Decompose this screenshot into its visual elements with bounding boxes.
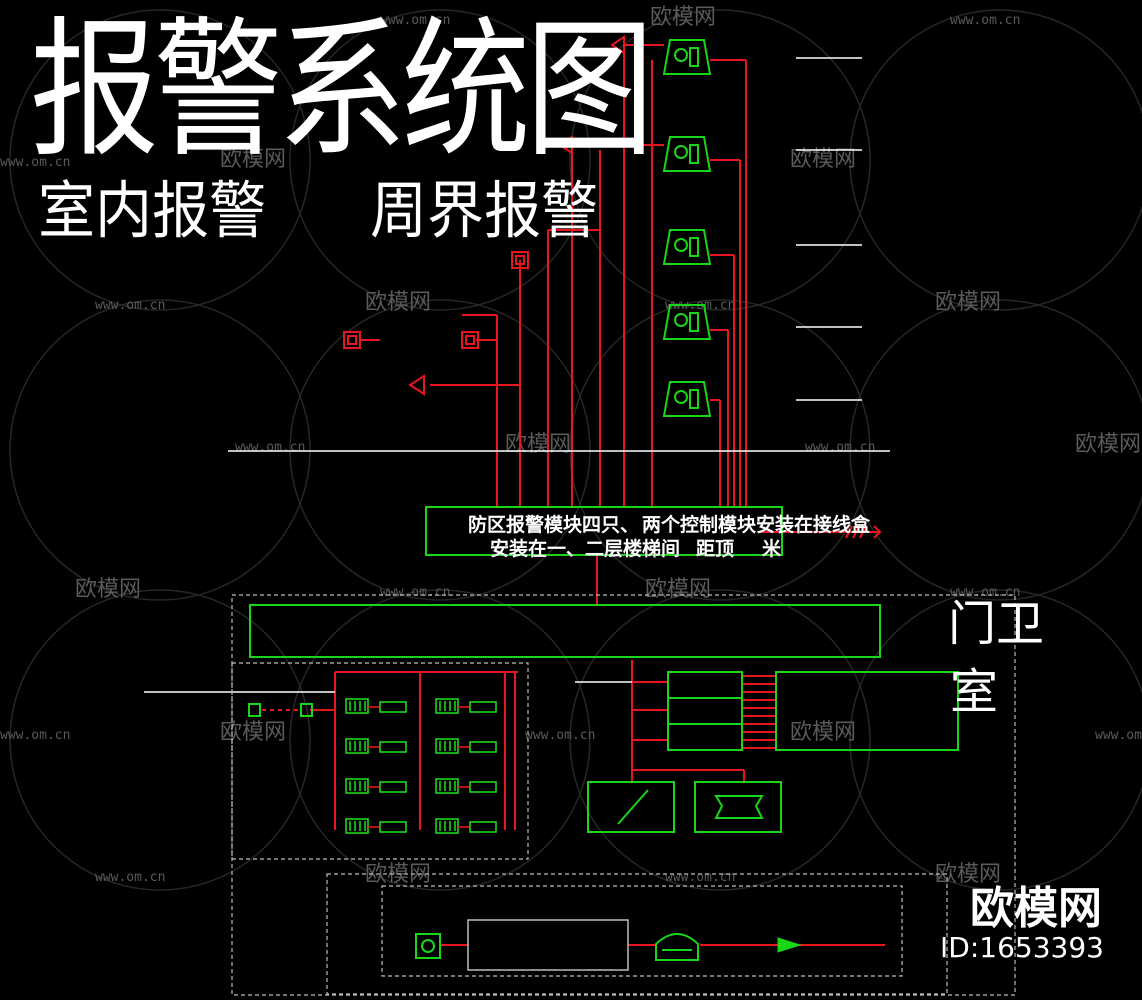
siren-icon (662, 304, 712, 340)
watermark-site: www.om.cn (95, 870, 165, 885)
module-note-line-2a: 安装在一、二层楼梯间 (490, 538, 681, 560)
alarm-arrow-icon (408, 374, 425, 396)
watermark-brand: 欧模网 (1075, 432, 1141, 457)
alarm-arrow-icon (610, 35, 625, 55)
guard-room-label-line-2: 室 (950, 664, 999, 720)
siren-icon (662, 381, 712, 417)
watermark-site: www.om.cn (380, 585, 450, 600)
module-icon (345, 738, 407, 754)
zone-module-box (425, 506, 783, 556)
watermark-site: www.om.cn (1095, 728, 1142, 743)
detector-icon-core (515, 255, 525, 265)
watermark-brand: 欧模网 (505, 432, 571, 457)
watermark-brand: 欧模网 (935, 290, 1001, 315)
detector-icon (511, 251, 529, 269)
module-note-line-2b: 距顶 (696, 538, 735, 560)
perimeter-frame (326, 873, 948, 995)
module-icon (345, 778, 407, 794)
watermark-layer: 欧模网欧模网欧模网欧模网欧模网欧模网欧模网欧模网欧模网欧模网欧模网欧模网欧模网w… (0, 5, 1142, 891)
module-icon (435, 778, 497, 794)
guard-room-label-line-1: 门卫 (948, 596, 1045, 652)
watermark-arc (569, 9, 871, 311)
watermark-arc (849, 9, 1142, 311)
alarm-host-stack (667, 671, 959, 751)
watermark-site: www.om.cn (525, 728, 595, 743)
watermark-arc (569, 589, 871, 891)
watermark-arc (569, 299, 871, 601)
siren-icon (662, 136, 712, 172)
module-grid (345, 698, 497, 834)
alarm-bus-panel (249, 604, 881, 658)
watermark-site: www.om.cn (95, 298, 165, 313)
alarm-arrow-icon (558, 135, 573, 155)
watermark-arc (9, 589, 311, 891)
watermark-arc (9, 299, 311, 601)
detector-icon (461, 331, 479, 349)
watermark-brand: 欧模网 (365, 290, 431, 315)
subtitle-indoor-alarm: 室内报警 (38, 174, 267, 247)
detector-icon-core (465, 335, 475, 345)
alarm-arrow-icons (343, 35, 625, 396)
watermark-site: www.om.cn (235, 440, 305, 455)
watermark-brand-logo: 欧模网 (970, 883, 1102, 934)
siren-icon (662, 229, 712, 265)
printer-icon (694, 781, 782, 833)
watermark-arc (849, 589, 1142, 891)
watermark-arc (9, 9, 311, 311)
perimeter-detector-icon (415, 933, 441, 959)
watermark-brand: 欧模网 (790, 147, 856, 172)
siren-icons (662, 39, 712, 417)
module-icon (345, 818, 407, 834)
watermark-site: www.om.cn (0, 155, 70, 170)
watermark-brand: 欧模网 (650, 5, 716, 30)
subtitle-perimeter-alarm: 周界报警 (370, 174, 599, 247)
module-note-line-1b: 两个控制模块安装在接线盒 (642, 514, 871, 536)
perimeter-inner-frame (381, 885, 903, 977)
watermark-site: www.om.cn (0, 728, 70, 743)
diagram-title: 报警系统图 (30, 4, 654, 178)
watermark-arc (289, 299, 591, 601)
detector-icon (343, 331, 361, 349)
keypad-icon (587, 781, 675, 833)
watermark-arc (289, 9, 591, 311)
watermark-site: www.om.cn (380, 13, 450, 28)
guard-room-frame (231, 594, 1016, 996)
module-note-line-2c: 米 (762, 538, 782, 560)
module-icon (435, 738, 497, 754)
module-icon (435, 818, 497, 834)
cable-break-icon (845, 525, 882, 539)
indoor-modules-frame (231, 662, 529, 860)
detector-icon (248, 703, 261, 717)
detector-icon (300, 703, 313, 717)
watermark-id: ID:1653393 (940, 931, 1104, 964)
watermark-brand: 欧模网 (790, 720, 856, 745)
telephone-icon (655, 933, 699, 961)
watermark-site: www.om.cn (805, 440, 875, 455)
watermark-brand: 欧模网 (645, 577, 711, 602)
siren-icon (662, 39, 712, 75)
perimeter-controller (467, 919, 629, 971)
watermark-arc (289, 589, 591, 891)
watermark-brand: 欧模网 (220, 720, 286, 745)
signal-arrow-icon (777, 937, 802, 953)
module-icon (435, 698, 497, 714)
watermark-arc (849, 299, 1142, 601)
detector-icon-core (347, 335, 357, 345)
white-lines (144, 57, 890, 693)
module-icon (345, 698, 407, 714)
watermark-site: www.om.cn (950, 585, 1020, 600)
watermark-brand: 欧模网 (75, 577, 141, 602)
watermark-site: www.om.cn (665, 870, 735, 885)
watermark-site: www.om.cn (950, 13, 1020, 28)
watermark-brand: 欧模网 (220, 147, 286, 172)
module-note-line-1a: 防区报警模块四只、 (468, 514, 640, 536)
